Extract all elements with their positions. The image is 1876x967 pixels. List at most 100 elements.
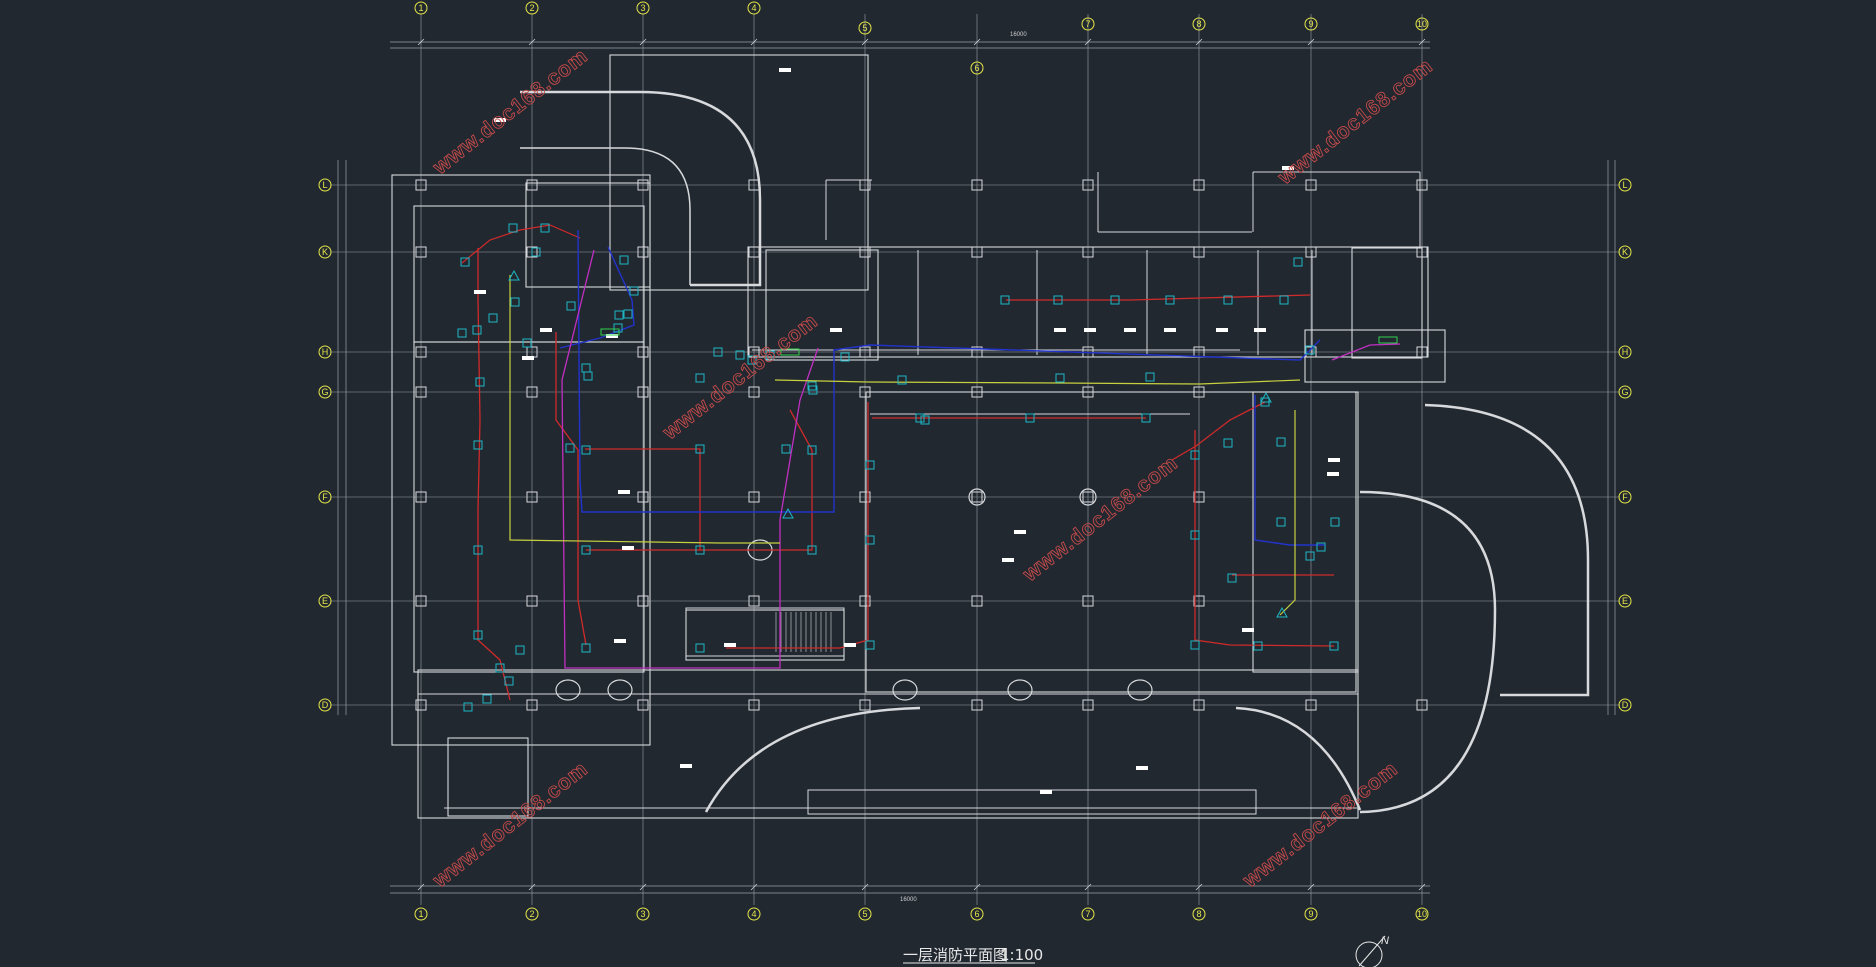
dimension-tick [639, 38, 647, 46]
annotation-block [1084, 328, 1096, 332]
axis-bubble-right-K-label: K [1622, 247, 1628, 257]
fire-device-icon [510, 297, 520, 307]
axis-bubble-right-F-label: F [1622, 492, 1628, 502]
axis-bubble-top-6-label: 6 [974, 63, 979, 73]
axis-bubble-left-D-circle [318, 698, 332, 712]
structural-column [1082, 179, 1094, 191]
structural-column [637, 246, 649, 258]
axis-bubble-right-D-label: D [1622, 700, 1629, 710]
dimension-tick [861, 883, 869, 891]
axis-bubble-bottom-6-circle [970, 907, 984, 921]
axis-bubble-bottom-2-circle [525, 907, 539, 921]
wall-outline [865, 391, 1357, 693]
axis-bubble-bottom-2-label: 2 [529, 909, 534, 919]
dimension-tick [639, 883, 647, 891]
pipe-yellow [774, 379, 1301, 385]
structural-column [971, 346, 983, 358]
building-walls [391, 54, 1590, 819]
fire-device-icon [473, 630, 483, 640]
fire-device-icon [1316, 542, 1326, 552]
axis-bubble-top-1-circle [414, 1, 428, 15]
annotation-block [474, 290, 486, 294]
revolving-door [1007, 679, 1033, 701]
structural-column [415, 246, 427, 258]
structural-column [971, 491, 983, 503]
axis-bubble-left-G-label: G [321, 387, 328, 397]
curved-canopy-northwest [520, 90, 762, 287]
fire-device-icon [1053, 295, 1063, 305]
fire-device-icon [473, 545, 483, 555]
axis-bubble-left-E-circle [318, 594, 332, 608]
structural-column [859, 179, 871, 191]
dimension-tick [417, 38, 425, 46]
fire-devices [457, 68, 1398, 794]
fire-device-icon [1305, 345, 1315, 355]
dimension-tick [528, 38, 536, 46]
annotation-block [1124, 328, 1136, 332]
structural-column [637, 491, 649, 503]
dimension-tick [528, 883, 536, 891]
wall-outline [525, 182, 651, 288]
watermark-text: www.doc168.com [1018, 451, 1182, 586]
structural-column [1193, 595, 1205, 607]
structural-column [415, 699, 427, 711]
structural-column [1193, 699, 1205, 711]
dimension-tick [1195, 883, 1203, 891]
revolving-door [892, 679, 918, 701]
fire-device-icon [581, 545, 591, 555]
axis-bubble-right-G-label: G [1621, 387, 1628, 397]
fire-device-icon [1227, 573, 1237, 583]
fire-device-icon [583, 371, 593, 381]
fire-device-icon [865, 535, 875, 545]
structural-column [1193, 491, 1205, 503]
fire-device-icon [1165, 295, 1175, 305]
structural-column [637, 699, 649, 711]
hydrant-cabinet-icon [1378, 336, 1398, 344]
fire-device-icon [473, 440, 483, 450]
structural-column [1305, 699, 1317, 711]
annotation-block [779, 68, 791, 72]
structural-column [859, 246, 871, 258]
dimension-tick [1307, 38, 1315, 46]
annotation-block [1014, 530, 1026, 534]
annotation-block [522, 356, 534, 360]
fire-device-icon [1329, 641, 1339, 651]
curved-entrance-west [704, 706, 921, 813]
pipe-magenta [1331, 343, 1401, 361]
structural-column [1193, 246, 1205, 258]
axis-bubble-top-5-label: 5 [862, 23, 867, 33]
axis-bubble-bottom-4-circle [747, 907, 761, 921]
structural-column [748, 386, 760, 398]
dimension-tick [861, 38, 869, 46]
pipe-red [1194, 430, 1335, 647]
fire-device-icon [1330, 517, 1340, 527]
dimension-tick [750, 38, 758, 46]
fire-device-icon [1293, 257, 1303, 267]
fire-device-icon [865, 460, 875, 470]
wall-outline [609, 54, 869, 291]
annotation-block [1242, 628, 1254, 632]
structural-column [1193, 386, 1205, 398]
structural-column [859, 386, 871, 398]
structural-column [526, 386, 538, 398]
axis-bubble-bottom-7-circle [1081, 907, 1095, 921]
axis-bubble-bottom-3-circle [636, 907, 650, 921]
axis-bubble-left-D-label: D [322, 700, 329, 710]
axis-bubble-top-4-circle [747, 1, 761, 15]
annotation-block [494, 118, 506, 122]
dimension-tick [750, 883, 758, 891]
structural-column [1416, 699, 1428, 711]
dimension-tick [973, 38, 981, 46]
axis-bubble-bottom-10-label: 10 [1417, 909, 1427, 919]
axis-bubble-left-E-label: E [322, 596, 328, 606]
alarm-valve-icon [508, 269, 520, 281]
axis-bubble-left-L-circle [318, 178, 332, 192]
structural-column [1082, 386, 1094, 398]
structural-column [526, 491, 538, 503]
watermark-text: www.doc168.com [1238, 757, 1402, 892]
structural-column [859, 491, 871, 503]
fire-device-icon [1025, 413, 1035, 423]
fire-device-icon [1190, 450, 1200, 460]
axis-bubble-left-H-circle [318, 345, 332, 359]
axis-bubble-right-H-label: H [1622, 347, 1629, 357]
